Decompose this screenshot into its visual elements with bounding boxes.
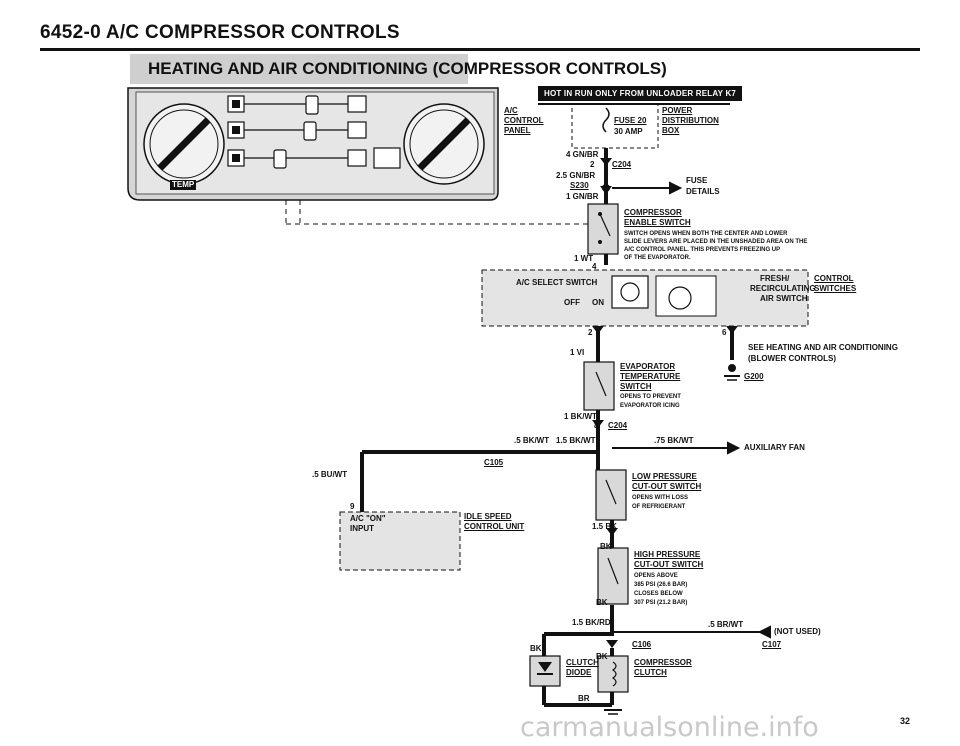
control-switches-1: CONTROL	[814, 274, 854, 283]
panel-label-3: PANEL	[504, 126, 531, 135]
wire-label: 1 BK/WT	[564, 412, 597, 421]
wire-label: BK	[530, 644, 542, 653]
off-label: OFF	[564, 298, 580, 307]
recirc-label: RECIRCULATING	[750, 284, 816, 293]
evap-3: SWITCH	[620, 382, 652, 391]
page-number: 32	[900, 716, 911, 726]
air-switch-label: AIR SWITCH	[760, 294, 808, 303]
connector-c107: C107	[762, 640, 782, 649]
pin-label: 6	[722, 328, 727, 337]
ground-g200: G200	[744, 372, 764, 381]
wire-label: 1.5 BK/RD	[572, 618, 611, 627]
watermark: carmanualsonline.info	[520, 712, 819, 743]
wire-label: 4 GN/BR	[566, 150, 599, 159]
wire-label: BK	[596, 652, 608, 661]
enable-note-3: A/C CONTROL PANEL. THIS PREVENTS FREEZIN…	[624, 247, 781, 253]
temp-label: TEMP	[170, 180, 197, 190]
panel-label-1: A/C	[504, 106, 518, 115]
control-switches-2: SWITCHES	[814, 284, 857, 293]
wire-label: BR	[578, 694, 590, 703]
enable-switch-2: ENABLE SWITCH	[624, 218, 691, 227]
high-note-2: 385 PSI (26.6 BAR)	[634, 582, 688, 588]
clutch-label-1: COMPRESSOR	[634, 658, 692, 667]
power-dist-2: DISTRIBUTION	[662, 116, 719, 125]
high-note-3: CLOSES BELOW	[634, 591, 683, 597]
panel-label-2: CONTROL	[504, 116, 544, 125]
ac-control-panel	[127, 87, 499, 201]
page-title: 6452-0 A/C COMPRESSOR CONTROLS	[40, 22, 400, 43]
pin-label: 9	[350, 502, 355, 511]
enable-note-2: SLIDE LEVERS ARE PLACED IN THE UNSHADED …	[624, 239, 808, 245]
power-dist-1: POWER	[662, 106, 693, 115]
high-note-4: 307 PSI (21.2 BAR)	[634, 600, 688, 606]
wire-label: .5 BU/WT	[312, 470, 348, 479]
evap-note-2: EVAPORATOR ICING	[620, 403, 680, 409]
connector-c204: C204	[612, 160, 632, 169]
low-note-2: OF REFRIGERANT	[632, 504, 686, 510]
wire-label: BK	[600, 542, 612, 551]
wire-label: 1 VI	[570, 348, 585, 357]
fuse-details-1: FUSE	[686, 176, 708, 185]
wire-label: .5 BK/WT	[514, 436, 550, 445]
clutch-label-2: CLUTCH	[634, 668, 667, 677]
wire-label: 2.5 GN/BR	[556, 171, 596, 180]
connector-c106: C106	[632, 640, 652, 649]
wire-label: 1 WT	[574, 254, 594, 263]
evap-1: EVAPORATOR	[620, 362, 676, 371]
wire-label: BK	[596, 598, 608, 607]
idle-speed-box	[339, 511, 461, 571]
diode-label-1: CLUTCH	[566, 658, 599, 667]
fuse-name: FUSE 20	[614, 116, 647, 125]
on-label: ON	[592, 298, 604, 307]
pin-label: 4	[592, 262, 597, 271]
connector-c204b: C204	[608, 421, 628, 430]
pin-label: 8	[594, 421, 599, 430]
evap-note-1: OPENS TO PREVENT	[620, 394, 681, 400]
high-pressure-2: CUT-OUT SWITCH	[634, 560, 704, 569]
enable-note-4: OF THE EVAPORATOR.	[624, 255, 691, 261]
idle-box-1: A/C "ON"	[350, 514, 386, 523]
diode-label-2: DIODE	[566, 668, 592, 677]
idle-label-2: CONTROL UNIT	[464, 522, 525, 531]
low-pressure-1: LOW PRESSURE	[632, 472, 697, 481]
fuse-rating: 30 AMP	[614, 127, 643, 136]
wire-label: .5 BR/WT	[708, 620, 744, 629]
pin-label: 2	[590, 160, 595, 169]
power-dist-3: BOX	[662, 126, 680, 135]
fuse-details-2: DETAILS	[686, 187, 720, 196]
low-note-1: OPENS WITH LOSS	[632, 495, 689, 501]
blower-note-2: (BLOWER CONTROLS)	[748, 354, 836, 363]
high-pressure-1: HIGH PRESSURE	[634, 550, 701, 559]
high-note-1: OPENS ABOVE	[634, 573, 678, 579]
blower-note-1: SEE HEATING AND AIR CONDITIONING	[748, 343, 898, 352]
evap-2: TEMPERATURE	[620, 372, 681, 381]
wire-label: .75 BK/WT	[654, 436, 694, 445]
ac-select-switch: A/C SELECT SWITCH	[516, 278, 598, 287]
not-used-label: (NOT USED)	[774, 627, 821, 636]
low-pressure-2: CUT-OUT SWITCH	[632, 482, 702, 491]
idle-box-2: INPUT	[350, 524, 374, 533]
enable-switch-1: COMPRESSOR	[624, 208, 682, 217]
wire-label: 1 GN/BR	[566, 192, 599, 201]
splice-s230: S230	[570, 181, 589, 190]
enable-switch-symbol	[587, 203, 619, 255]
aux-fan-label: AUXILIARY FAN	[744, 443, 805, 452]
enable-note-1: SWITCH OPENS WHEN BOTH THE CENTER AND LO…	[624, 231, 788, 237]
wire-label: 1.5 BK	[592, 522, 617, 531]
title-rule	[40, 48, 920, 51]
hot-in-run-label: HOT IN RUN ONLY FROM UNLOADER RELAY K7	[538, 86, 743, 101]
pin-label: 2	[588, 328, 593, 337]
fresh-label: FRESH/	[760, 274, 790, 283]
connector-c105: C105	[484, 458, 504, 467]
idle-label-1: IDLE SPEED	[464, 512, 512, 521]
wire-label: 1.5 BK/WT	[556, 436, 596, 445]
